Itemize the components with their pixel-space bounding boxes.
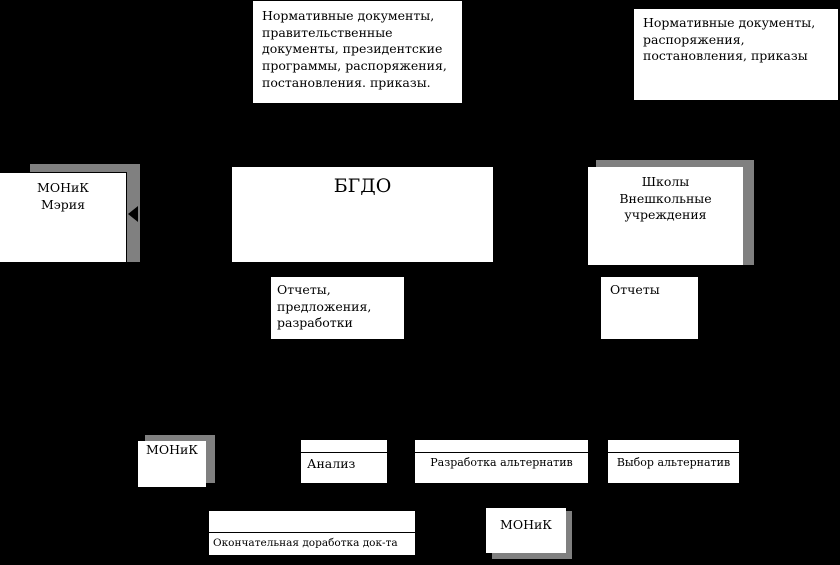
norm-docs-right-text: Нормативные документы, распоряжения, пос… bbox=[643, 15, 816, 64]
reports-text: Отчеты bbox=[610, 282, 660, 297]
alternatives-development-text: Разработка альтернатив bbox=[430, 456, 573, 469]
norm-docs-left-text: Нормативные документы, правительственные… bbox=[262, 8, 447, 90]
monik-bottom-left-text: МОНиК bbox=[146, 442, 198, 457]
analysis-box bbox=[301, 440, 387, 483]
monik-meria-arrow-notch bbox=[128, 206, 138, 222]
alternatives-development-divider bbox=[415, 452, 588, 453]
analysis-divider bbox=[301, 452, 387, 453]
norm-docs-left-box bbox=[253, 1, 462, 103]
schools-text: Школы Внешкольные учреждения bbox=[619, 174, 712, 223]
bgdo-box bbox=[232, 167, 493, 262]
bgdo-text: БГДО bbox=[333, 175, 392, 197]
norm-docs-right-box bbox=[634, 9, 838, 100]
reports-proposals-box bbox=[271, 277, 404, 339]
monik-bottom-right-text: МОНиК bbox=[500, 517, 552, 532]
alternatives-choice-box bbox=[608, 440, 739, 483]
alternatives-development-box bbox=[415, 440, 588, 483]
final-revision-text: Окончательная доработка док-та bbox=[213, 537, 398, 549]
final-revision-divider bbox=[209, 532, 415, 533]
schools-box bbox=[588, 167, 743, 265]
final-revision-box bbox=[209, 511, 415, 555]
alternatives-choice-divider bbox=[608, 452, 739, 453]
reports-box bbox=[601, 277, 698, 339]
monik-bottom-right-box bbox=[486, 508, 566, 553]
monik-bottom-left-box bbox=[138, 441, 206, 487]
analysis-text: Анализ bbox=[307, 456, 356, 471]
alternatives-choice-text: Выбор альтернатив bbox=[616, 456, 731, 469]
monik-meria-box bbox=[0, 172, 127, 263]
reports-proposals-text: Отчеты, предложения, разработки bbox=[277, 282, 372, 331]
monik-meria-text: МОНиК Мэрия bbox=[37, 180, 89, 212]
